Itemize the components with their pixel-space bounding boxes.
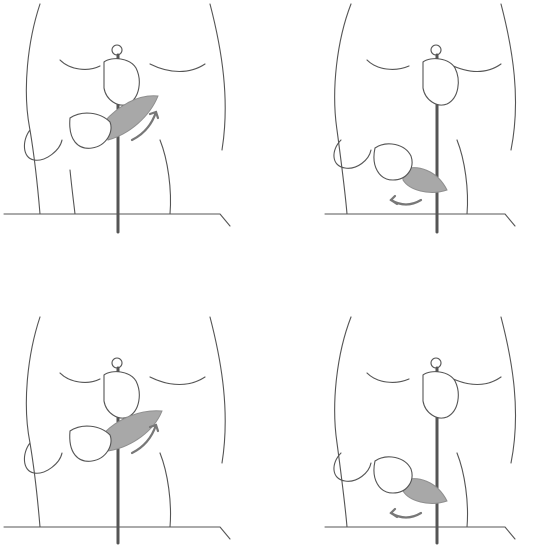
lower-hand xyxy=(374,457,412,493)
upper-hand xyxy=(104,59,139,105)
panel-4-drawing xyxy=(271,273,541,546)
knife-blade xyxy=(104,96,158,140)
upper-hand xyxy=(423,372,458,418)
steel-ring xyxy=(112,358,122,368)
counter-edge xyxy=(325,214,515,226)
panel-1-drawing xyxy=(0,0,270,273)
steel-ring xyxy=(112,45,122,55)
panel-1 xyxy=(0,0,270,273)
steel-ring xyxy=(431,45,441,55)
lower-hand xyxy=(70,113,111,148)
motion-arrowhead xyxy=(391,509,397,517)
panel-4 xyxy=(271,273,541,546)
panel-3-drawing xyxy=(0,273,270,546)
motion-arrowhead xyxy=(391,196,397,204)
upper-hand xyxy=(104,372,139,418)
panel-2-drawing xyxy=(271,0,541,273)
panel-2 xyxy=(271,0,541,273)
counter-edge xyxy=(325,527,515,539)
lower-hand xyxy=(70,426,111,461)
steel-ring xyxy=(431,358,441,368)
upper-hand xyxy=(423,59,458,105)
lower-hand xyxy=(374,144,412,180)
panel-3 xyxy=(0,273,270,546)
